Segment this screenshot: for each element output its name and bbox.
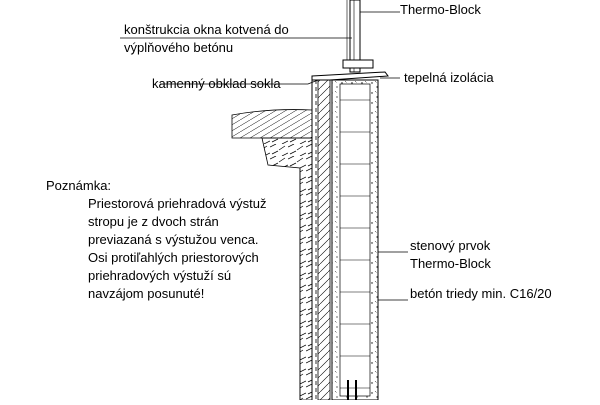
note-line: Priestorová priehradová výstuž xyxy=(88,196,266,211)
thermo-block-wall xyxy=(331,79,379,401)
membrane-line xyxy=(311,80,317,400)
note-line: previazaná s výstužou venca. xyxy=(88,232,259,247)
thermal-insulation-layer xyxy=(317,79,331,401)
ground-soil xyxy=(231,109,313,139)
window-frame xyxy=(342,0,374,73)
note-heading: Poznámka: xyxy=(46,178,111,193)
label-window-anchor-2: výplňového betónu xyxy=(124,40,233,55)
label-concrete-class: betón triedy min. C16/20 xyxy=(410,286,552,301)
label-plinth-cladding: kamenný obklad sokla xyxy=(152,76,281,91)
label-window-anchor: konštrukcia okna kotvená do xyxy=(124,22,289,37)
label-wall-element: stenový prvok xyxy=(410,238,491,253)
rebar xyxy=(347,380,357,400)
window-sill xyxy=(311,71,389,81)
note-line: priehradových výstuží sú xyxy=(88,268,231,283)
note-line: Osi protiľahlých priestorových xyxy=(88,250,259,265)
label-thermo-top: Thermo-Block xyxy=(400,2,481,17)
note-block: Poznámka: Priestorová priehradová výstuž… xyxy=(46,178,266,301)
note-line: navzájom posunuté! xyxy=(88,286,204,301)
note-line: stropu je z dvoch strán xyxy=(88,214,219,229)
stone-cladding xyxy=(261,137,313,401)
label-thermal-insulation: tepelná izolácia xyxy=(404,70,494,85)
leader-lines xyxy=(120,11,408,301)
label-wall-element-2: Thermo-Block xyxy=(410,256,491,271)
